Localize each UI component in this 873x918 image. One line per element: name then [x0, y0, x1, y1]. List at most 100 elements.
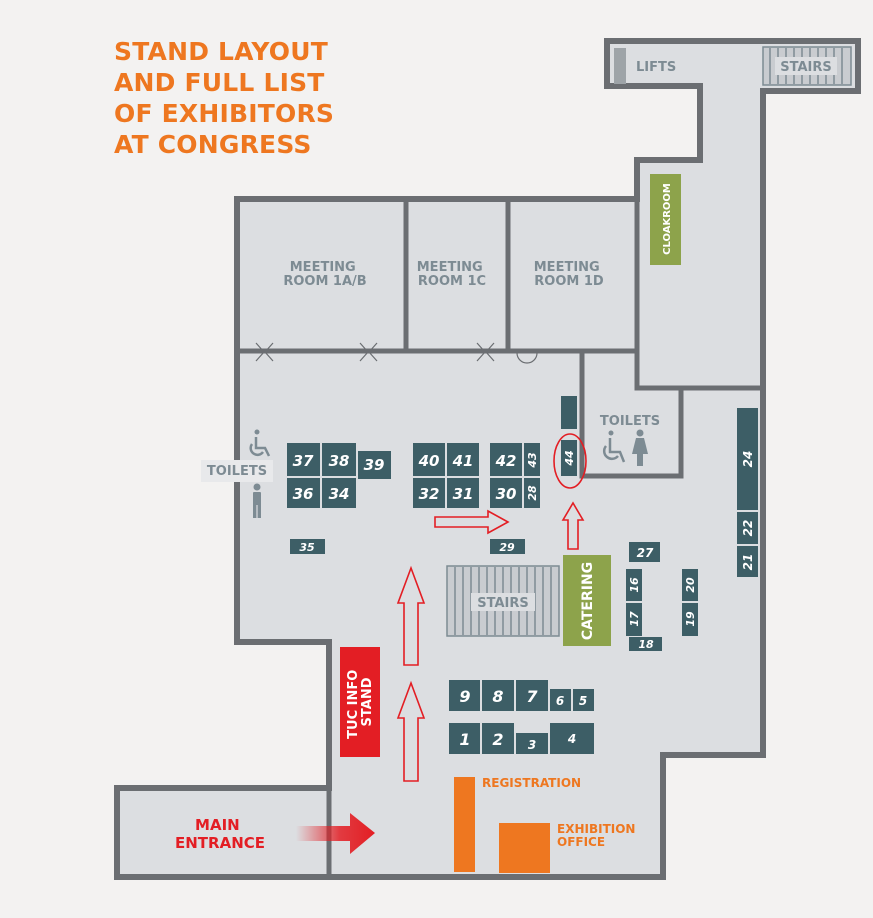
stand-20	[682, 569, 698, 601]
stand-42	[524, 443, 540, 476]
stand-38	[358, 451, 391, 479]
stand-43-label: 44	[563, 450, 576, 466]
toilets-left-label: TOILETS	[207, 464, 267, 479]
title-line: AND FULL LIST	[114, 68, 325, 97]
wheelchair-icon	[602, 430, 626, 463]
cloakroom	[650, 174, 681, 265]
stand-19	[682, 603, 698, 636]
wheelchair-icon	[249, 429, 271, 457]
stand-27	[524, 478, 540, 508]
meeting-room-1c-label: MEETING ROOM 1C	[417, 260, 487, 289]
stairs-center-label: STAIRS	[477, 596, 529, 611]
interior-walls	[237, 160, 763, 877]
exhibition-office	[499, 823, 550, 873]
stand-2-label: 2	[492, 730, 503, 749]
arrow-up-icon	[396, 680, 426, 782]
stand-3	[516, 733, 548, 754]
lifts-block	[614, 48, 626, 84]
stand-34	[290, 539, 325, 554]
stand-22-label: 22	[741, 520, 755, 537]
arrow-right-icon	[434, 509, 510, 535]
stand-21	[737, 546, 758, 577]
stand-24-label: 24	[741, 451, 755, 468]
stand-8	[482, 680, 514, 711]
cloakroom-label: CLOAKROOM	[662, 183, 673, 255]
stairs-top: STAIRS	[762, 46, 852, 86]
stand-37	[322, 443, 356, 476]
stand-31-label: 32	[419, 485, 440, 503]
guidance-arrows	[396, 501, 585, 782]
stand-32-label: 34	[329, 485, 350, 503]
title-line: OF EXHIBITORS	[114, 99, 335, 128]
tuc-info-stand-label: TUC INFO STAND	[346, 665, 375, 739]
stand-39-label: 40	[418, 452, 440, 470]
stand-18-label: 18	[638, 638, 654, 651]
map-title: STAND LAYOUT AND FULL LIST OF EXHIBITORS…	[114, 36, 334, 160]
stand-30-label: 31	[453, 485, 474, 503]
lifts-label: LIFTS	[636, 60, 676, 75]
catering-label: CATERING	[580, 562, 596, 640]
stand-35	[287, 478, 320, 508]
stand-17-label: 17	[628, 611, 641, 627]
stand-40-label: 41	[452, 452, 474, 470]
stand-19-label: 19	[684, 611, 697, 627]
meeting-room-1d-label: MEETING ROOM 1D	[534, 260, 604, 289]
stairs-center: STAIRS	[446, 565, 560, 637]
meeting-room-1ab-label: MEETING ROOM 1A/B	[283, 260, 366, 289]
stand-36	[287, 443, 320, 476]
stand-20-label: 20	[684, 577, 697, 593]
stand-29	[490, 478, 522, 508]
stands	[287, 396, 758, 754]
stand-18	[629, 637, 662, 651]
stand-37-label: 38	[329, 452, 350, 470]
stand-4	[550, 723, 594, 754]
stand-28	[490, 539, 525, 554]
registration-desk	[454, 777, 475, 872]
arrow-up-icon	[396, 565, 426, 666]
stand-39	[413, 443, 445, 476]
arrow-up-icon	[561, 501, 585, 550]
stand-29-label: 30	[496, 485, 517, 503]
registration-label: REGISTRATION	[482, 776, 581, 790]
catering	[563, 555, 611, 646]
stand-7-label: 7	[526, 687, 538, 706]
stand-35-label: 36	[293, 485, 314, 503]
stand-30	[447, 478, 479, 508]
stand-27-label: 28	[526, 485, 539, 501]
stand-16	[626, 569, 642, 601]
stand-21-label: 21	[741, 554, 755, 571]
toilets-right-label: TOILETS	[600, 414, 660, 429]
stand-24	[737, 408, 758, 510]
stand-2	[482, 723, 514, 754]
stand-9	[449, 680, 480, 711]
stand-38-label: 39	[364, 456, 385, 474]
stand-22	[737, 512, 758, 544]
title-line: STAND LAYOUT	[114, 37, 328, 66]
stand-5-label: 5	[579, 694, 587, 708]
stand-9-label: 9	[459, 687, 470, 706]
title-line: AT CONGRESS	[114, 130, 312, 159]
stand-28-label: 29	[499, 541, 515, 554]
stand-34-label: 35	[299, 541, 315, 554]
stand-40	[447, 443, 479, 476]
tuc-info-stand	[340, 647, 380, 757]
stand-16-label: 16	[628, 577, 641, 593]
stand-4-label: 4	[567, 732, 576, 746]
man-icon	[253, 483, 261, 518]
stand-5	[573, 689, 594, 711]
stand-25-label: 27	[637, 546, 654, 560]
stand-8-label: 8	[492, 687, 503, 706]
stand-1-label: 1	[459, 730, 470, 749]
stand-3-label: 3	[528, 738, 536, 752]
stand-6-label: 6	[556, 694, 564, 708]
stand-6	[550, 689, 571, 711]
stand-7	[516, 680, 548, 711]
stand-41	[490, 443, 522, 476]
exhibition-office-label: EXHIBITION OFFICE	[557, 822, 640, 849]
stand-42-label: 43	[526, 452, 539, 469]
stairs-top-label: STAIRS	[780, 60, 832, 75]
stand-25	[629, 542, 660, 562]
stand-17	[626, 603, 642, 636]
stand-labels: 37 38 39 36 34 40 41 32 31 42 30 43 28 4…	[293, 450, 755, 752]
